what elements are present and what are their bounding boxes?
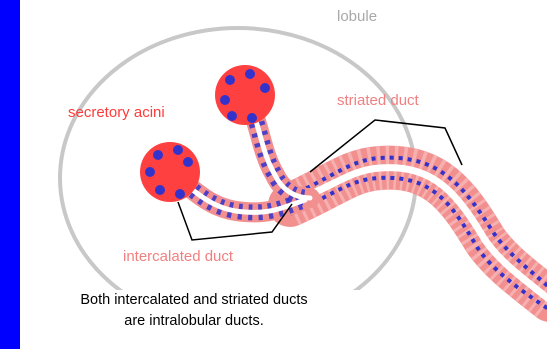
intercalated-duct-label: intercalated duct bbox=[123, 248, 233, 265]
caption: Both intercalated and striated ducts are… bbox=[24, 290, 364, 332]
caption-line-2: are intralobular ducts. bbox=[24, 311, 364, 332]
acinus-lower bbox=[140, 142, 200, 202]
diagram-panel: lobule secretory acini striated duct int… bbox=[20, 0, 547, 349]
striated-duct-label: striated duct bbox=[337, 92, 419, 109]
caption-line-1: Both intercalated and striated ducts bbox=[24, 290, 364, 311]
lobule-label: lobule bbox=[337, 8, 377, 25]
acinus-upper bbox=[215, 65, 275, 125]
secretory-acini-label: secretory acini bbox=[68, 104, 165, 121]
